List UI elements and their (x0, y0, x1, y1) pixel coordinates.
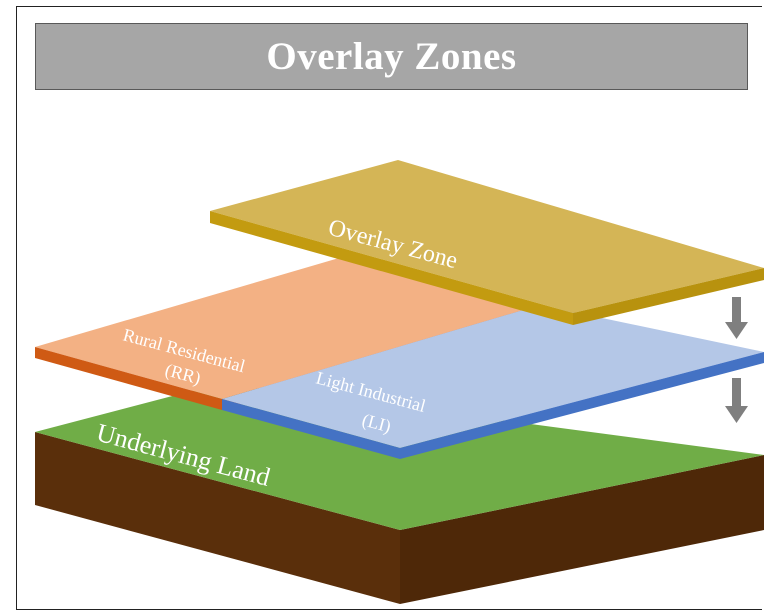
down-arrow-icon (725, 378, 748, 423)
down-arrow-icon (725, 297, 748, 339)
underlying-land-layer: Underlying Land (35, 383, 764, 604)
land-side-front (35, 432, 400, 604)
title-bar: Overlay Zones (35, 23, 748, 90)
page-title: Overlay Zones (266, 35, 517, 78)
overlay-zone-layer: Overlay Zone (210, 160, 764, 325)
overlay-edge-left (210, 211, 573, 325)
industrial-top (222, 305, 764, 448)
overlay-top (210, 160, 764, 313)
industrial-edge (222, 399, 400, 459)
light-industrial-layer: Light Industrial (LI) (222, 305, 764, 459)
industrial-edge-right (400, 352, 764, 459)
diagram-frame (16, 6, 762, 610)
overlay-edge-right (573, 268, 764, 325)
rural-edge (35, 347, 222, 410)
land-side-right (400, 455, 764, 604)
rural-top (35, 258, 540, 399)
